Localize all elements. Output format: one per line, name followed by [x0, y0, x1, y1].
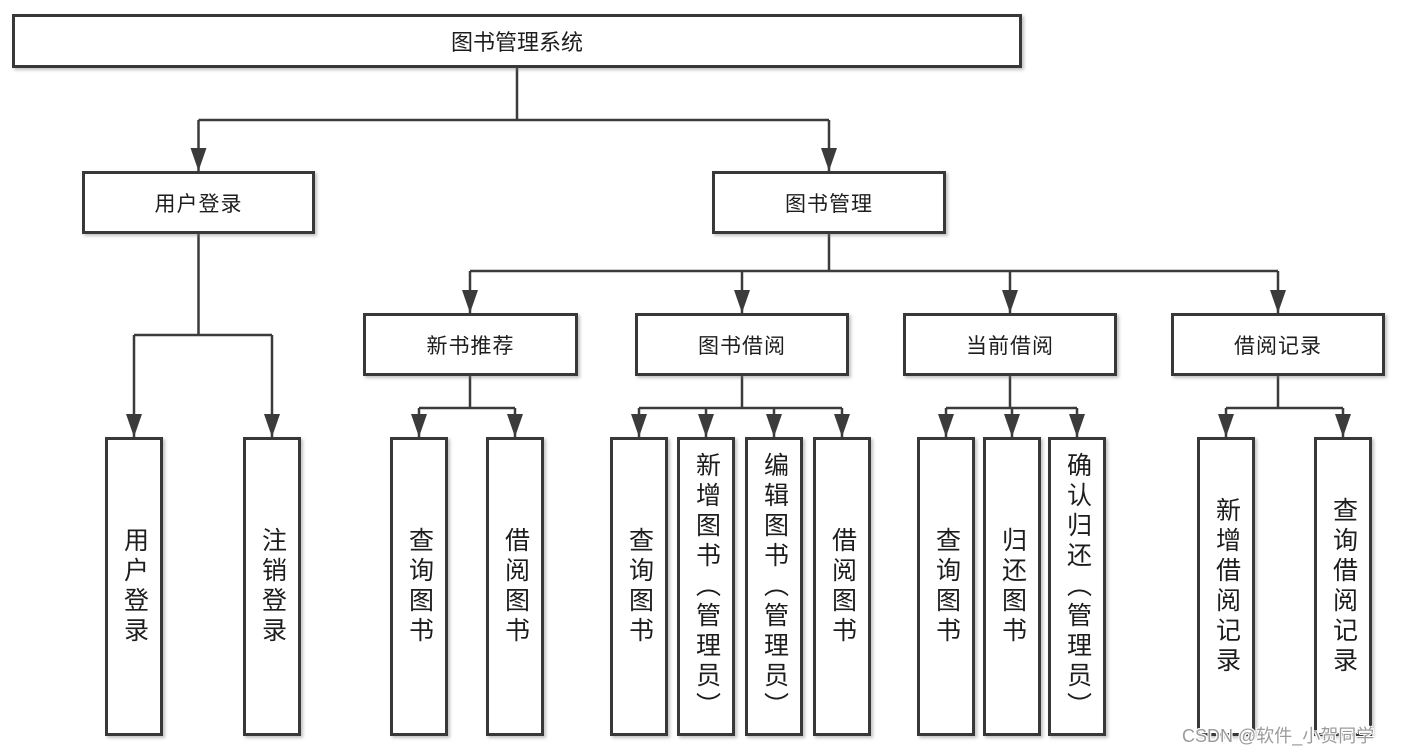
leaf-confirm-return-admin: 确认归还（管理员）: [1048, 437, 1106, 736]
node-current-borrow: 当前借阅: [903, 313, 1117, 376]
node-book-management: 图书管理: [712, 171, 946, 234]
node-book-borrow: 图书借阅: [635, 313, 849, 376]
leaf-user-login: 用户登录: [105, 437, 163, 736]
csdn-watermark: CSDN @软件_小贺同学: [1182, 726, 1375, 746]
node-new-book-recommend: 新书推荐: [363, 313, 578, 376]
leaf-add-borrow-record: 新增借阅记录: [1197, 437, 1255, 736]
node-user-login: 用户登录: [82, 171, 315, 234]
leaf-query-book-recommend: 查询图书: [390, 437, 448, 736]
leaf-borrow-book-borrow: 借阅图书: [813, 437, 871, 736]
leaf-query-borrow-record: 查询借阅记录: [1314, 437, 1372, 736]
leaf-add-book-admin: 新增图书（管理员）: [677, 437, 735, 736]
leaf-logout-login: 注销登录: [243, 437, 301, 736]
leaf-return-book: 归还图书: [983, 437, 1041, 736]
leaf-query-book-current: 查询图书: [917, 437, 975, 736]
leaf-query-book-borrow: 查询图书: [610, 437, 668, 736]
node-borrow-record: 借阅记录: [1171, 313, 1385, 376]
leaf-borrow-book-recommend: 借阅图书: [486, 437, 544, 736]
node-library-management-system: 图书管理系统: [12, 14, 1022, 68]
leaf-edit-book-admin: 编辑图书（管理员）: [745, 437, 803, 736]
